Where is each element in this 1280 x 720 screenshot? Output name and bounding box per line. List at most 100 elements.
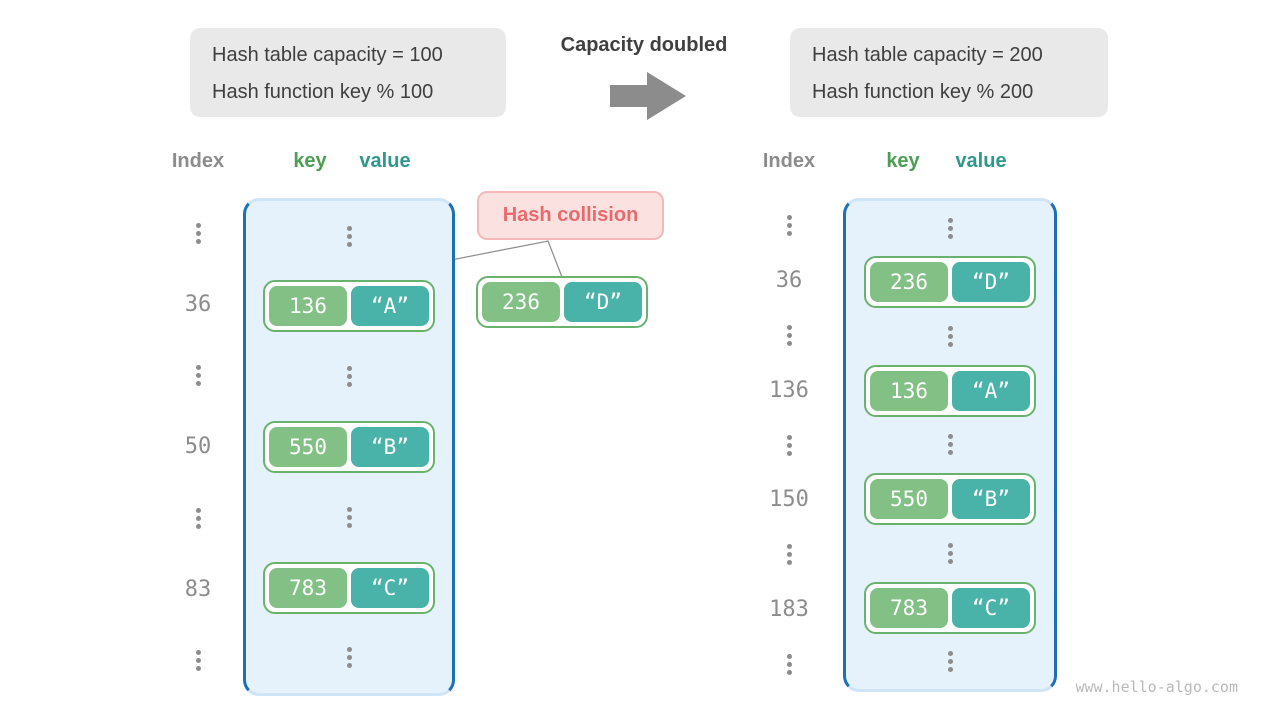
bucket-array-left: 136“A” 550“B” 783“C” xyxy=(243,198,455,696)
ellipsis-dots xyxy=(346,647,352,669)
key-value-pair: 236 “D” xyxy=(476,276,648,328)
key-cell: 236 xyxy=(870,262,948,303)
index-row xyxy=(759,418,819,473)
dot xyxy=(346,647,352,653)
ellipsis-dots xyxy=(786,214,792,236)
index-row xyxy=(759,637,819,692)
dot xyxy=(947,558,953,564)
table-row: 550“B” xyxy=(246,412,452,482)
ellipsis-dots xyxy=(195,507,201,529)
ellipsis-dots xyxy=(346,506,352,528)
ellipsis-dots xyxy=(346,366,352,388)
dot xyxy=(786,560,792,566)
dot xyxy=(786,544,792,550)
table-row: 136“A” xyxy=(246,271,452,341)
index-row: 83 xyxy=(168,554,228,625)
table-row xyxy=(846,526,1054,580)
index-row: 36 xyxy=(168,269,228,340)
index-row xyxy=(168,340,228,411)
table-row xyxy=(846,635,1054,689)
value-cell: “A” xyxy=(351,286,429,327)
capacity-line: Hash table capacity = 100 xyxy=(212,44,443,66)
ellipsis-dots xyxy=(947,434,953,456)
dot xyxy=(195,649,201,655)
dot xyxy=(195,223,201,229)
dot xyxy=(195,523,201,529)
key-cell: 550 xyxy=(269,426,347,467)
dot xyxy=(786,670,792,676)
dot xyxy=(195,239,201,245)
dot xyxy=(346,655,352,661)
table-row xyxy=(846,309,1054,363)
index-row xyxy=(168,625,228,696)
index-row xyxy=(759,308,819,363)
watermark: www.hello-algo.com xyxy=(1075,678,1238,696)
dot xyxy=(346,514,352,520)
dot xyxy=(947,542,953,548)
ellipsis-dots xyxy=(786,324,792,346)
key-cell: 783 xyxy=(269,567,347,608)
dot xyxy=(947,434,953,440)
key-value-pair: 136“A” xyxy=(263,280,435,333)
key-cell: 136 xyxy=(269,286,347,327)
value-cell: “D” xyxy=(952,262,1030,303)
capacity-line: Hash table capacity = 200 xyxy=(812,44,1043,66)
dot xyxy=(786,442,792,448)
ellipsis-dots xyxy=(195,223,201,245)
dot xyxy=(195,507,201,513)
dot xyxy=(346,225,352,231)
ellipsis-dots xyxy=(947,326,953,348)
dot xyxy=(786,230,792,236)
column-header-value-right: value xyxy=(955,150,1007,172)
index-row xyxy=(759,198,819,253)
dot xyxy=(786,222,792,228)
index-row xyxy=(168,198,228,269)
dot xyxy=(947,550,953,556)
table-row: 550“B” xyxy=(846,472,1054,526)
dot xyxy=(786,332,792,338)
dot xyxy=(346,233,352,239)
key-value-pair: 783“C” xyxy=(864,581,1036,634)
dot xyxy=(947,667,953,673)
capacity-doubled-label: Capacity doubled xyxy=(560,34,728,56)
hash-collision-label: Hash collision xyxy=(502,204,639,226)
dot xyxy=(786,214,792,220)
table-row: 236“D” xyxy=(846,255,1054,309)
dot xyxy=(947,651,953,657)
dot xyxy=(786,450,792,456)
table-row xyxy=(246,342,452,412)
ellipsis-dots xyxy=(195,649,201,671)
column-header-index-left: Index xyxy=(171,150,225,172)
dot xyxy=(786,340,792,346)
table-row xyxy=(246,482,452,552)
dot xyxy=(947,442,953,448)
hash-function-line: Hash function key % 100 xyxy=(212,81,434,103)
value-cell: “C” xyxy=(351,567,429,608)
hash-function-line: Hash function key % 200 xyxy=(812,81,1034,103)
right-arrow-icon xyxy=(610,72,686,120)
dot xyxy=(346,241,352,247)
dot xyxy=(947,659,953,665)
column-header-key-left: key xyxy=(293,150,327,172)
table-row xyxy=(846,418,1054,472)
ellipsis-dots xyxy=(346,225,352,247)
dot xyxy=(947,334,953,340)
key-value-pair: 550“B” xyxy=(263,420,435,473)
index-label: 50 xyxy=(184,434,212,460)
dot xyxy=(346,506,352,512)
dot xyxy=(786,662,792,668)
ellipsis-dots xyxy=(947,542,953,564)
ellipsis-dots xyxy=(195,365,201,387)
index-row: 183 xyxy=(759,582,819,637)
key-cell: 550 xyxy=(870,479,948,520)
key-cell: 136 xyxy=(870,370,948,411)
key-cell: 783 xyxy=(870,587,948,628)
dot xyxy=(346,663,352,669)
dot xyxy=(195,365,201,371)
index-row xyxy=(168,483,228,554)
key-value-pair: 550“B” xyxy=(864,473,1036,526)
ellipsis-dots xyxy=(786,654,792,676)
hash-collision-badge: Hash collision xyxy=(477,191,664,240)
